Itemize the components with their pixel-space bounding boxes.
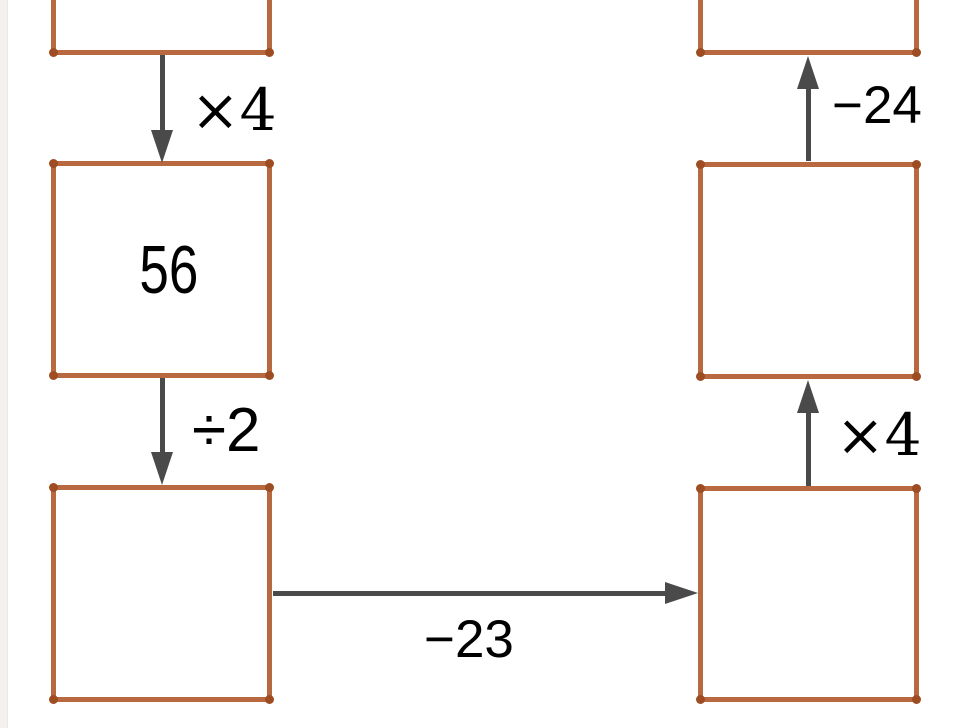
box-middle-right[interactable] (696, 160, 921, 381)
arrow-shaft (806, 411, 811, 486)
arrow-head-up-icon (797, 380, 819, 413)
arrow-shaft (160, 55, 165, 132)
corner-point (696, 48, 705, 57)
box-bottom-right[interactable] (696, 484, 921, 704)
corner-point (49, 371, 58, 380)
arrow-head-right-icon (665, 582, 698, 604)
box-top-right[interactable] (696, 0, 921, 57)
corner-point (49, 48, 58, 57)
corner-point (265, 48, 274, 57)
arrow-head-up-icon (797, 56, 819, 89)
box-middle-left: 56 (49, 159, 274, 380)
corner-point (912, 484, 921, 493)
corner-point (696, 372, 705, 381)
corner-point (912, 160, 921, 169)
corner-point (49, 483, 58, 492)
corner-point (696, 695, 705, 704)
operation-label-times4-left: ×4 (191, 76, 277, 144)
corner-point (265, 159, 274, 168)
arrow-head-down-icon (151, 130, 173, 163)
page-edge-strip (0, 0, 8, 728)
box-bottom-left[interactable] (49, 483, 274, 704)
arrow-head-down-icon (151, 452, 173, 485)
arrow-shaft (806, 87, 811, 161)
box-value: 56 (139, 231, 199, 308)
operation-label-divide2: ÷2 (192, 396, 261, 465)
corner-point (912, 695, 921, 704)
corner-point (265, 371, 274, 380)
operation-label-minus24: −24 (832, 76, 922, 135)
corner-point (696, 484, 705, 493)
arrow-shaft (273, 591, 669, 596)
operation-label-times4-right: ×4 (836, 401, 922, 469)
box-top-left[interactable] (49, 0, 274, 57)
corner-point (265, 483, 274, 492)
corner-point (49, 695, 58, 704)
corner-point (696, 160, 705, 169)
arrow-shaft (160, 378, 165, 454)
corner-point (49, 159, 58, 168)
operation-label-minus23: −23 (424, 610, 514, 669)
corner-point (265, 695, 274, 704)
corner-point (912, 48, 921, 57)
corner-point (912, 372, 921, 381)
